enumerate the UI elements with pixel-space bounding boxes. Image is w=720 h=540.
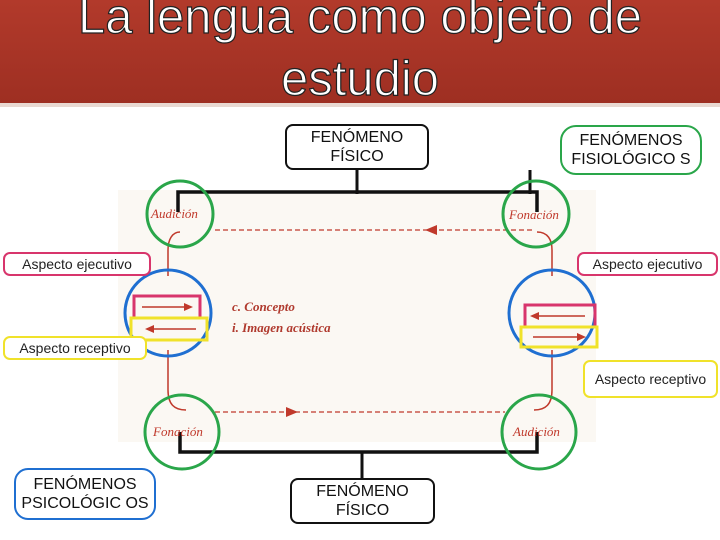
banner-divider — [0, 103, 720, 107]
title-banner — [0, 0, 720, 103]
label-audicion-bottom: Audición — [513, 424, 560, 439]
label-fonacion-top: Fonación — [509, 207, 559, 222]
circle-psych-left — [123, 268, 213, 358]
circuit-top-left — [167, 231, 181, 276]
inner-rec-left — [129, 316, 209, 342]
box-aspecto-ejecutivo-left: Aspecto ejecutivo — [3, 252, 151, 276]
circuit-bottom-left — [167, 350, 187, 411]
box-fenomenos-fisiologicos: FENÓMENOS FISIOLÓGICO S — [560, 125, 702, 175]
page-title: La lengua como objeto de estudio — [77, 0, 642, 107]
bottom-bracket — [178, 432, 539, 454]
circuit-bottom-arrow — [286, 407, 298, 417]
box-aspecto-receptivo-right: Aspecto receptivo — [583, 360, 718, 398]
circle-audicion-bottom — [500, 393, 578, 471]
arrowhead-ejec-right — [530, 312, 539, 320]
box-fenomeno-fisico-bottom: FENÓMENO FÍSICO — [290, 478, 435, 524]
box-fenomeno-fisico-top: FENÓMENO FÍSICO — [285, 124, 429, 170]
circuit-bottom-right — [533, 350, 553, 411]
circuit-top-right — [536, 231, 553, 276]
label-fonacion-bottom: Fonación — [153, 424, 203, 439]
circle-fonacion-top — [501, 179, 571, 249]
label-imagen-acustica: i. Imagen acústica — [232, 320, 331, 335]
arrowhead-ejec-left — [184, 303, 193, 311]
arrowhead-rec-left — [145, 325, 154, 333]
circle-audicion-top — [145, 179, 215, 249]
box-aspecto-ejecutivo-right: Aspecto ejecutivo — [577, 252, 718, 276]
arrowhead-rec-right — [577, 333, 586, 341]
circle-fonacion-bottom — [143, 393, 221, 471]
circuit-top-arrow — [425, 225, 437, 235]
box-aspecto-receptivo-left: Aspecto receptivo — [3, 336, 147, 360]
label-audicion-top: Audición — [151, 206, 198, 221]
inner-rec-right — [519, 325, 599, 349]
box-fenomenos-psicologicos: FENÓMENOS PSICOLÓGIC OS — [14, 468, 156, 520]
label-concepto: c. Concepto — [232, 299, 295, 314]
